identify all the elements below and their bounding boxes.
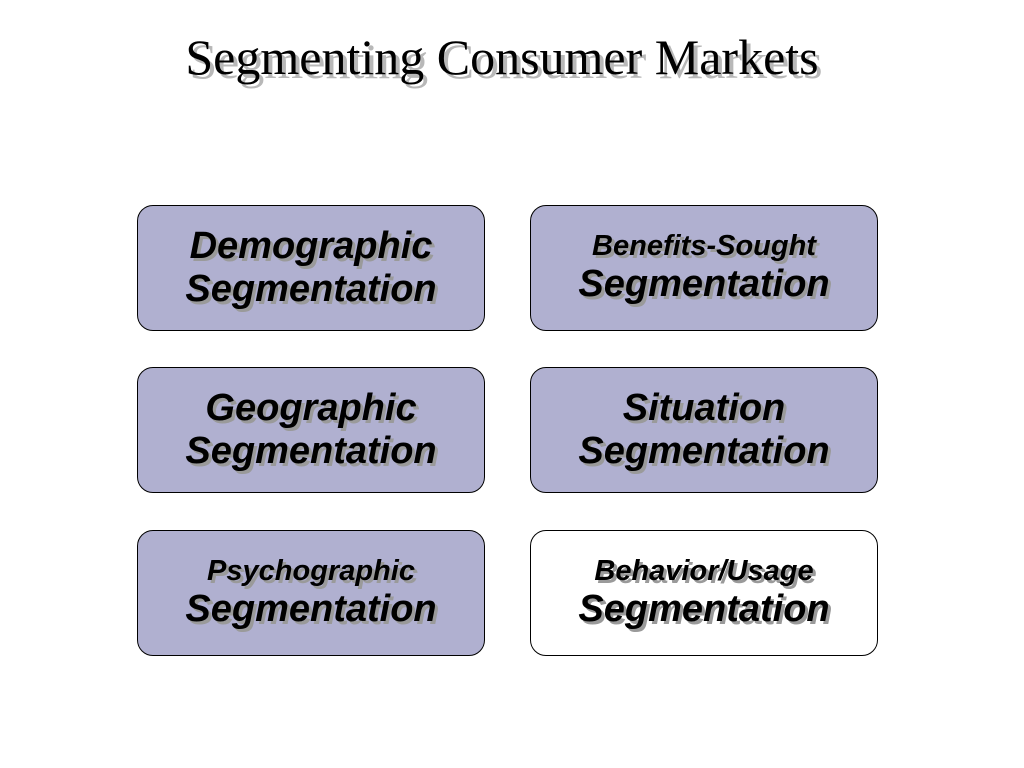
box-line-1: Benefits-Sought: [592, 230, 816, 263]
box-line-1: Behavior/Usage: [594, 555, 814, 588]
box-line-2: Segmentation: [185, 430, 437, 472]
box-line-1: Demographic: [189, 225, 433, 268]
box-line-1: Psychographic: [207, 555, 415, 588]
box-line-2: Segmentation: [578, 262, 830, 305]
situation-segmentation-box: Situation Segmentation: [530, 367, 878, 493]
benefits-sought-segmentation-box: Benefits-Sought Segmentation: [530, 205, 878, 331]
box-line-2: Segmentation: [185, 587, 437, 630]
geographic-segmentation-box: Geographic Segmentation: [137, 367, 485, 493]
slide-title: Segmenting Consumer Markets: [185, 29, 819, 85]
behavior-usage-segmentation-box: Behavior/Usage Segmentation: [530, 530, 878, 656]
psychographic-segmentation-box: Psychographic Segmentation: [137, 530, 485, 656]
box-line-2: Segmentation: [578, 587, 830, 630]
box-line-2: Segmentation: [578, 430, 830, 472]
demographic-segmentation-box: Demographic Segmentation: [137, 205, 485, 331]
box-line-1: Geographic: [205, 387, 417, 430]
box-line-1: Situation: [622, 387, 786, 430]
box-line-2: Segmentation: [185, 268, 437, 310]
